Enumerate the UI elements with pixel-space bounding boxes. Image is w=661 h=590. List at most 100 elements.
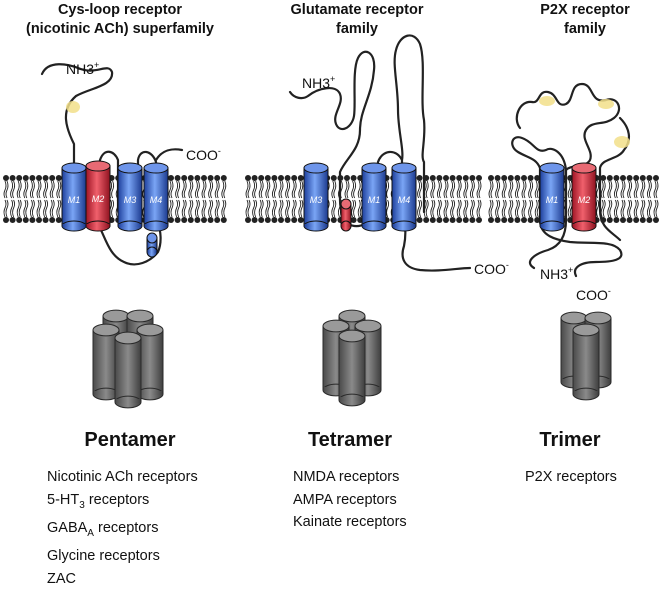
- lipid-head: [278, 175, 284, 181]
- family-title-line2: family: [336, 21, 378, 37]
- lipid-tail: [528, 199, 534, 218]
- lipid-tail: [29, 199, 35, 218]
- lipid-tail: [646, 199, 652, 218]
- lipid-head: [344, 175, 350, 181]
- lipid-tail: [514, 199, 520, 218]
- lipid-head: [42, 217, 49, 223]
- helix-m1: M1: [539, 162, 565, 232]
- lipid-tail: [56, 199, 62, 218]
- lipid-tail: [436, 199, 442, 218]
- lipid-head: [207, 175, 214, 181]
- member-item: Kainate receptors: [293, 514, 407, 530]
- lipid-tail: [600, 180, 606, 199]
- lipid-tail: [221, 180, 227, 199]
- helix-label: M1: [368, 195, 381, 205]
- n-terminus-label: NH3+: [302, 74, 335, 91]
- lipid-head: [16, 175, 23, 181]
- lipid-head: [251, 175, 258, 181]
- lipid-head: [174, 217, 181, 223]
- lipid-head: [620, 175, 626, 181]
- lipid-tail: [201, 199, 207, 218]
- lipid-head: [514, 175, 521, 181]
- lipid-head: [207, 217, 214, 223]
- lipid-tail: [291, 199, 297, 218]
- lipid-head: [297, 217, 304, 223]
- lipid-head: [443, 217, 449, 223]
- lipid-tail: [298, 199, 304, 218]
- lipid-head: [626, 217, 633, 223]
- disulfide-bond-marker: [539, 96, 555, 106]
- lipid-head: [423, 217, 430, 223]
- lipid-head: [29, 217, 36, 223]
- lipid-tail: [291, 180, 297, 199]
- family-title-line1: Cys-loop receptor: [57, 2, 183, 18]
- lipid-head: [168, 175, 174, 181]
- lipid-tail: [417, 180, 423, 199]
- helix-label: M4: [398, 195, 411, 205]
- lipid-head: [488, 217, 494, 223]
- lipid-head: [620, 217, 626, 223]
- oligomer-label-tetramer: Tetramer: [307, 429, 393, 451]
- lipid-tail: [417, 199, 423, 218]
- lipid-head: [633, 217, 640, 223]
- family-title-line1: Glutamate receptor: [290, 2, 424, 18]
- family-title-p2x: P2X receptor family: [525, 1, 645, 39]
- lipid-head: [534, 217, 541, 223]
- lipid-tail: [443, 180, 449, 199]
- lipid-head: [600, 175, 607, 181]
- lipid-head: [258, 217, 265, 223]
- lipid-tail: [476, 199, 482, 218]
- lipid-tail: [469, 180, 475, 199]
- lipid-tail: [633, 199, 639, 218]
- helix-m1: M1: [361, 162, 387, 232]
- lipid-head: [284, 175, 291, 181]
- oligomer-label-trimer: Trimer: [539, 429, 601, 451]
- lipid-tail: [265, 180, 271, 199]
- lipid-head: [653, 217, 659, 223]
- lipid-tail: [252, 199, 258, 218]
- lipid-tail: [613, 199, 619, 218]
- lipid-head: [646, 175, 653, 181]
- helix-label: M3: [310, 195, 323, 205]
- lipid-head: [181, 217, 188, 223]
- lipid-tail: [16, 180, 22, 199]
- lipid-tail: [181, 199, 187, 218]
- lipid-head: [436, 175, 443, 181]
- lipid-head: [606, 175, 613, 181]
- lipid-head: [501, 217, 508, 223]
- lipid-head: [187, 175, 194, 181]
- lipid-tail: [443, 199, 449, 218]
- lipid-head: [168, 217, 174, 223]
- oligomer-label-pentamer: Pentamer: [84, 429, 176, 451]
- lipid-head: [174, 175, 181, 181]
- lipid-tail: [450, 180, 456, 199]
- lipid-tail: [640, 199, 646, 218]
- lipid-head: [220, 175, 227, 181]
- lipid-tail: [450, 199, 456, 218]
- lipid-head: [201, 175, 207, 181]
- lipid-head: [214, 175, 221, 181]
- lipid-head: [49, 175, 56, 181]
- lipid-head: [429, 217, 436, 223]
- lipid-head: [626, 175, 633, 181]
- lipid-head: [214, 217, 221, 223]
- disulfide-bond-marker: [598, 99, 614, 109]
- lipid-tail: [194, 180, 200, 199]
- lipid-head: [416, 217, 423, 223]
- lipid-head: [350, 217, 357, 223]
- lipid-tail: [488, 199, 494, 218]
- lipid-tail: [613, 180, 619, 199]
- lipid-head: [49, 217, 56, 223]
- lipid-tail: [214, 199, 220, 218]
- lipid-head: [284, 217, 291, 223]
- lipid-tail: [10, 180, 16, 199]
- lipid-head: [429, 175, 436, 181]
- lipid-tail: [501, 199, 507, 218]
- lipid-tail: [245, 199, 251, 218]
- lipid-head: [476, 217, 482, 223]
- lipid-head: [9, 175, 16, 181]
- lipid-head: [22, 175, 29, 181]
